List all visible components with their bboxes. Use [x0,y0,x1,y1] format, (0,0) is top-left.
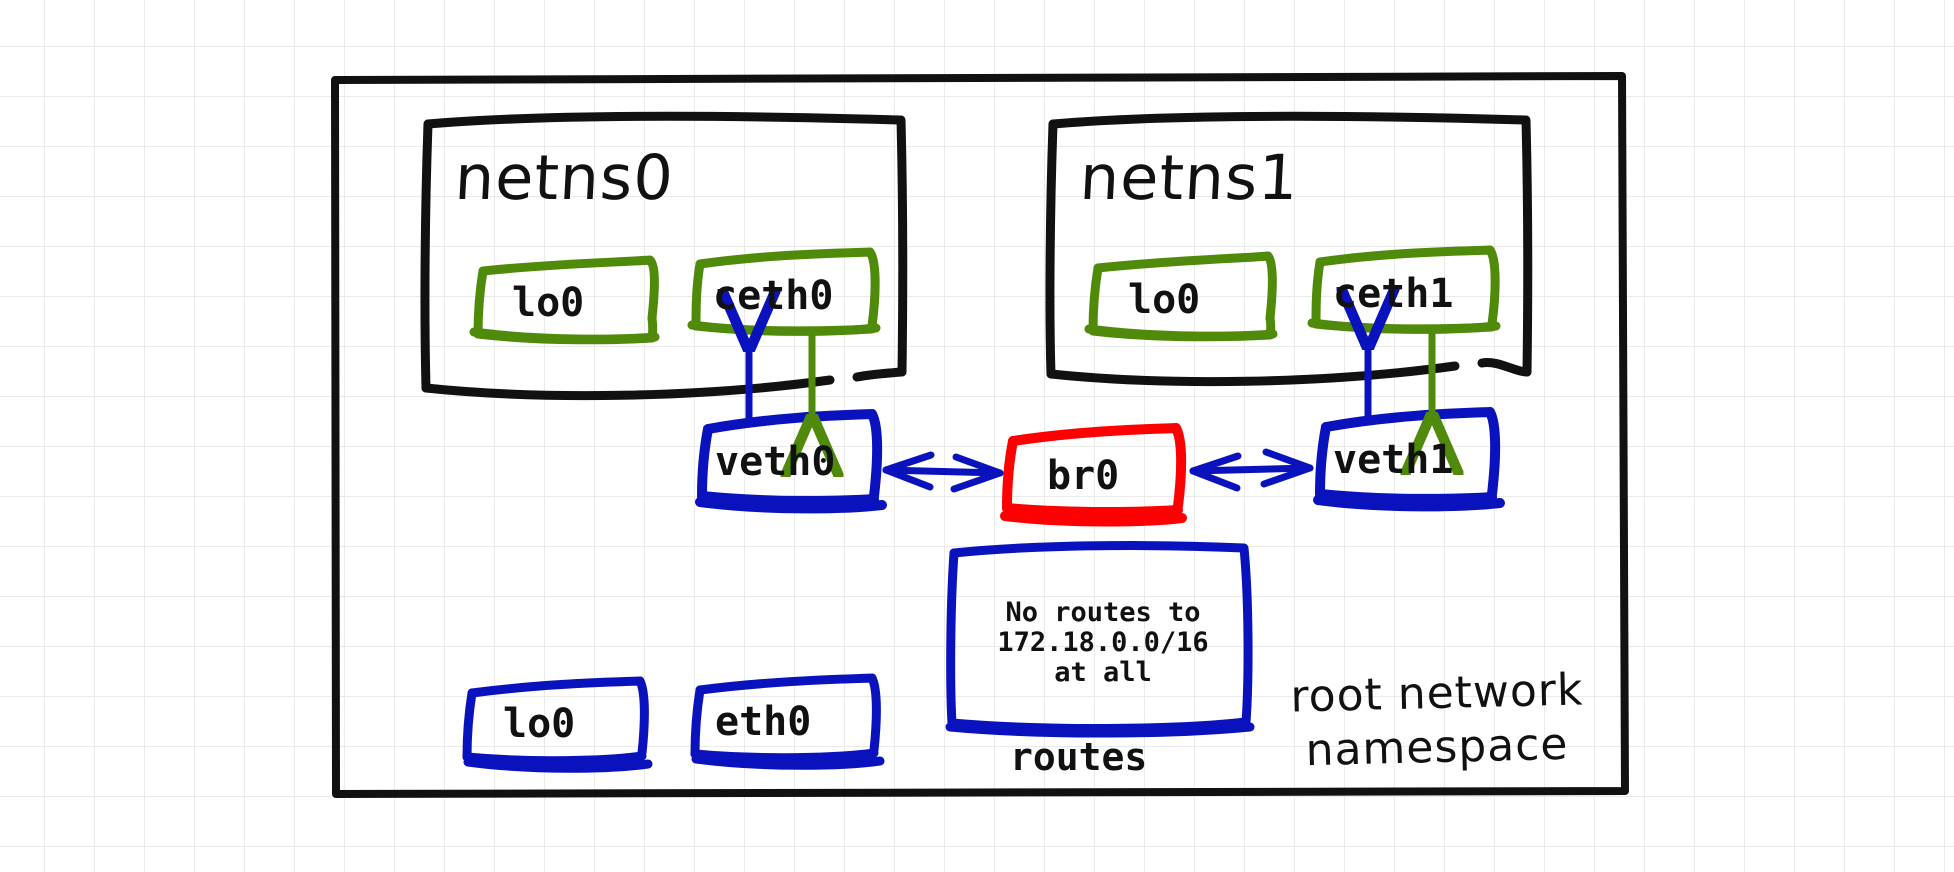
ceth0-box[interactable] [687,247,881,336]
lo0-netns0-box[interactable] [469,255,660,345]
netns1-frame [1045,111,1533,387]
ceth1-box[interactable] [1307,245,1501,334]
lo0-netns1-box[interactable] [1084,251,1278,342]
lo0-root-box[interactable] [462,676,653,773]
netns0-frame [420,111,908,401]
veth1-box[interactable] [1313,407,1505,512]
root-namespace-frame [331,72,1629,798]
eth0-root-box[interactable] [690,673,885,770]
routes-box[interactable] [945,541,1255,738]
link-veth0-br0 [882,451,1004,493]
br0-box[interactable] [1000,423,1187,527]
link-br0-veth1 [1189,448,1314,492]
veth0-box[interactable] [695,409,887,514]
